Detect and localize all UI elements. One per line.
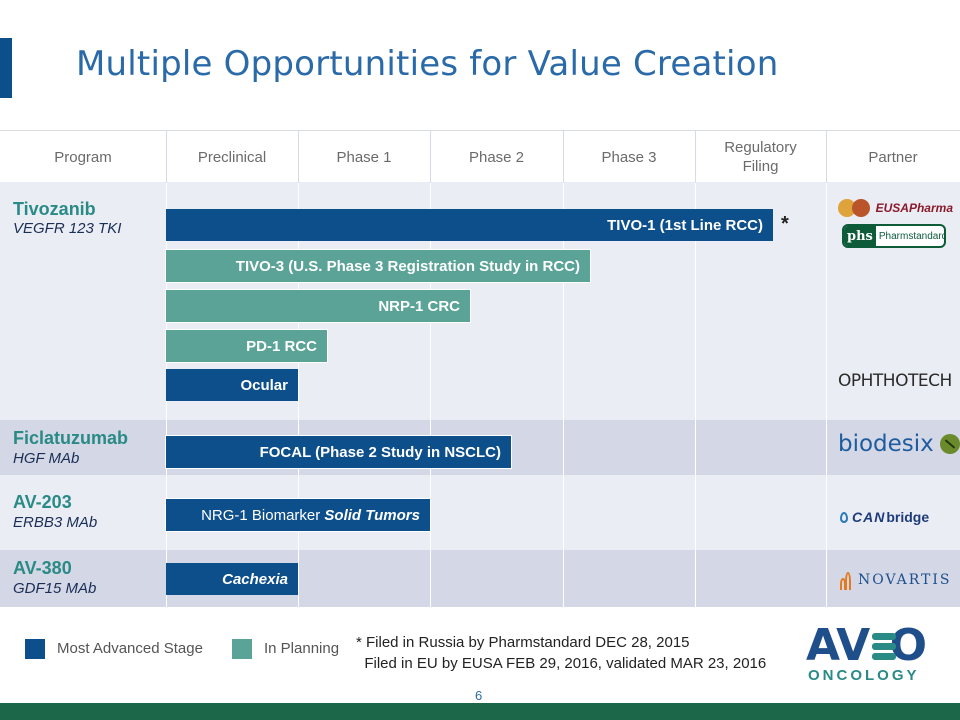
canbridge-can-text: CAN xyxy=(852,509,886,525)
filing-asterisk: * xyxy=(781,213,789,235)
legend-swatch-most-advanced xyxy=(25,639,45,659)
canbridge-drop-icon xyxy=(840,511,848,523)
slide-title: Multiple Opportunities for Value Creatio… xyxy=(76,44,779,84)
program-name-av380: AV-380 xyxy=(13,558,72,578)
legend-label-most-advanced: Most Advanced Stage xyxy=(57,640,203,657)
canbridge-logo: CAN bridge xyxy=(840,509,929,525)
bar-nrg1: NRG-1 Biomarker Solid Tumors xyxy=(165,498,431,532)
legend-label-in-planning: In Planning xyxy=(264,640,340,657)
header-divider xyxy=(563,131,564,183)
header-phase1: Phase 1 xyxy=(336,148,392,166)
eusa-emblem-icon xyxy=(838,197,873,219)
bar-nrg1-prefix: NRG-1 Biomarker xyxy=(201,506,325,524)
bar-cachexia: Cachexia xyxy=(166,563,298,595)
biodesix-ball-icon xyxy=(939,434,960,454)
table-header: Program Preclinical Phase 1 Phase 2 Phas… xyxy=(0,130,960,183)
legend-swatch-in-planning xyxy=(232,639,252,659)
column-divider xyxy=(430,130,431,607)
header-divider xyxy=(166,131,167,183)
header-program: Program xyxy=(54,148,112,166)
aveo-wordmark: AV O xyxy=(806,620,927,671)
ophthotech-logo: OPHTHOTECH xyxy=(838,371,952,391)
canbridge-bridge-text: bridge xyxy=(886,509,930,525)
novartis-logo: NOVARTIS xyxy=(840,570,952,590)
bar-nrp1: NRP-1 CRC xyxy=(165,289,471,323)
bar-pd1: PD-1 RCC xyxy=(165,329,328,363)
pipeline-table: Program Preclinical Phase 1 Phase 2 Phas… xyxy=(0,130,960,607)
column-divider xyxy=(563,130,564,607)
page-number: 6 xyxy=(475,688,483,703)
filing-footnote: * Filed in Russia by Pharmstandard DEC 2… xyxy=(356,634,767,672)
biodesix-logo: biodesix xyxy=(838,431,960,457)
header-divider xyxy=(826,131,827,183)
pharmstandard-text: Pharmstandard xyxy=(878,230,946,242)
header-phase2: Phase 2 xyxy=(468,148,525,166)
program-target-av380: GDF15 MAb xyxy=(13,580,97,597)
header-preclinical: Preclinical xyxy=(197,148,267,166)
aveo-oncology-logo: AV O ONCOLOGY xyxy=(806,620,927,686)
column-divider xyxy=(695,130,696,607)
bar-cachexia-label: Cachexia xyxy=(222,570,288,588)
bar-nrg1-suffix: Solid Tumors xyxy=(324,506,420,524)
biodesix-text: biodesix xyxy=(838,431,934,457)
header-divider xyxy=(430,131,431,183)
novartis-flame-icon xyxy=(840,570,852,590)
column-divider xyxy=(826,130,827,607)
bar-tivo3: TIVO-3 (U.S. Phase 3 Registration Study … xyxy=(165,249,591,283)
eusa-pharma-logo: EUSAPharma xyxy=(838,196,953,220)
bar-focal: FOCAL (Phase 2 Study in NSCLC) xyxy=(165,435,512,469)
pharmstandard-logo: phs Pharmstandard xyxy=(842,224,946,248)
program-target-tivozanib: VEGFR 123 TKI xyxy=(13,220,122,237)
aveo-e-icon xyxy=(869,624,897,668)
footer-bar xyxy=(0,703,960,720)
program-target-ficlatuzumab: HGF MAb xyxy=(13,450,80,467)
eusa-pharma-text: EUSAPharma xyxy=(875,201,953,215)
aveo-oncology-text: ONCOLOGY xyxy=(808,667,920,684)
title-accent-bar xyxy=(0,38,12,98)
header-partner: Partner xyxy=(868,148,918,166)
header-divider xyxy=(298,131,299,183)
header-phase3: Phase 3 xyxy=(601,148,657,166)
program-name-av203: AV-203 xyxy=(13,492,72,512)
column-divider xyxy=(166,130,167,607)
bar-tivo1: TIVO-1 (1st Line RCC) xyxy=(166,209,773,241)
bar-ocular: Ocular xyxy=(166,369,298,401)
program-name-ficlatuzumab: Ficlatuzumab xyxy=(13,428,129,448)
header-regulatory-filing: Regulatory Filing xyxy=(724,139,797,175)
program-name-tivozanib: Tivozanib xyxy=(13,199,96,219)
novartis-text: NOVARTIS xyxy=(858,572,952,588)
row-band-av203 xyxy=(0,475,960,550)
pharmstandard-mark: phs xyxy=(844,226,876,246)
program-target-av203: ERBB3 MAb xyxy=(13,514,98,531)
column-divider xyxy=(298,130,299,607)
header-divider xyxy=(695,131,696,183)
row-band-av380 xyxy=(0,550,960,607)
